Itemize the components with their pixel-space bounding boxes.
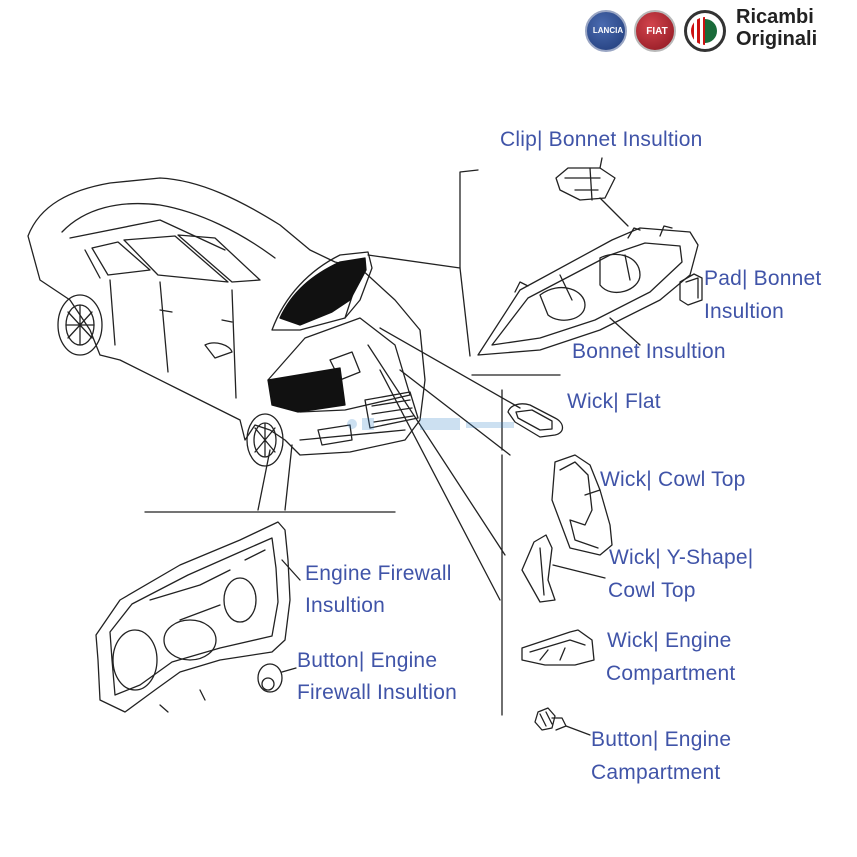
label-button-engine-1: Button| Engine [591,728,732,751]
button-firewall-part [257,663,283,693]
bonnet-insulation-part [477,225,699,356]
label-firewall-2: Insultion [305,594,386,617]
label-wick-y-shape-1: Wick| Y-Shape| [609,546,754,569]
car-illustration [27,177,426,467]
label-wick-engine-2: Compartment [606,662,736,685]
label-wick-engine-1: Wick| Engine [607,629,732,652]
wick-flat-part [507,403,564,438]
brand-line-2: Originali [736,28,818,50]
label-firewall-1: Engine Firewall [305,562,452,585]
engine-firewall-part [95,521,291,713]
label-wick-cowl-top: Wick| Cowl Top [600,468,746,491]
wick-cowl-top-part [551,454,613,556]
fiat-logo: FIAT [634,10,676,52]
brand-line-1: Ricambi [736,6,814,28]
wick-y-shape-part [521,534,556,603]
label-button-engine-2: Campartment [591,761,721,784]
label-pad-bonnet-1: Pad| Bonnet [704,267,822,290]
pad-bonnet-part [679,273,703,306]
label-bonnet-insulation: Bonnet Insultion [572,340,726,363]
label-button-firewall-2: Firewall Insultion [297,681,457,704]
brand-title: Ricambi Originali [736,6,817,50]
label-clip-bonnet: Clip| Bonnet Insultion [500,128,703,151]
lancia-logo: LANCIA [585,10,627,52]
alfa-romeo-logo [684,10,726,52]
label-button-firewall-1: Button| Engine [297,649,438,672]
label-wick-y-shape-2: Cowl Top [608,579,696,602]
label-wick-flat: Wick| Flat [567,390,661,413]
watermark [347,418,514,430]
wick-engine-compartment-part [521,629,595,666]
button-engine-compartment-part [534,707,567,731]
clip-bonnet-part [555,167,616,201]
label-pad-bonnet-2: Insultion [704,300,785,323]
